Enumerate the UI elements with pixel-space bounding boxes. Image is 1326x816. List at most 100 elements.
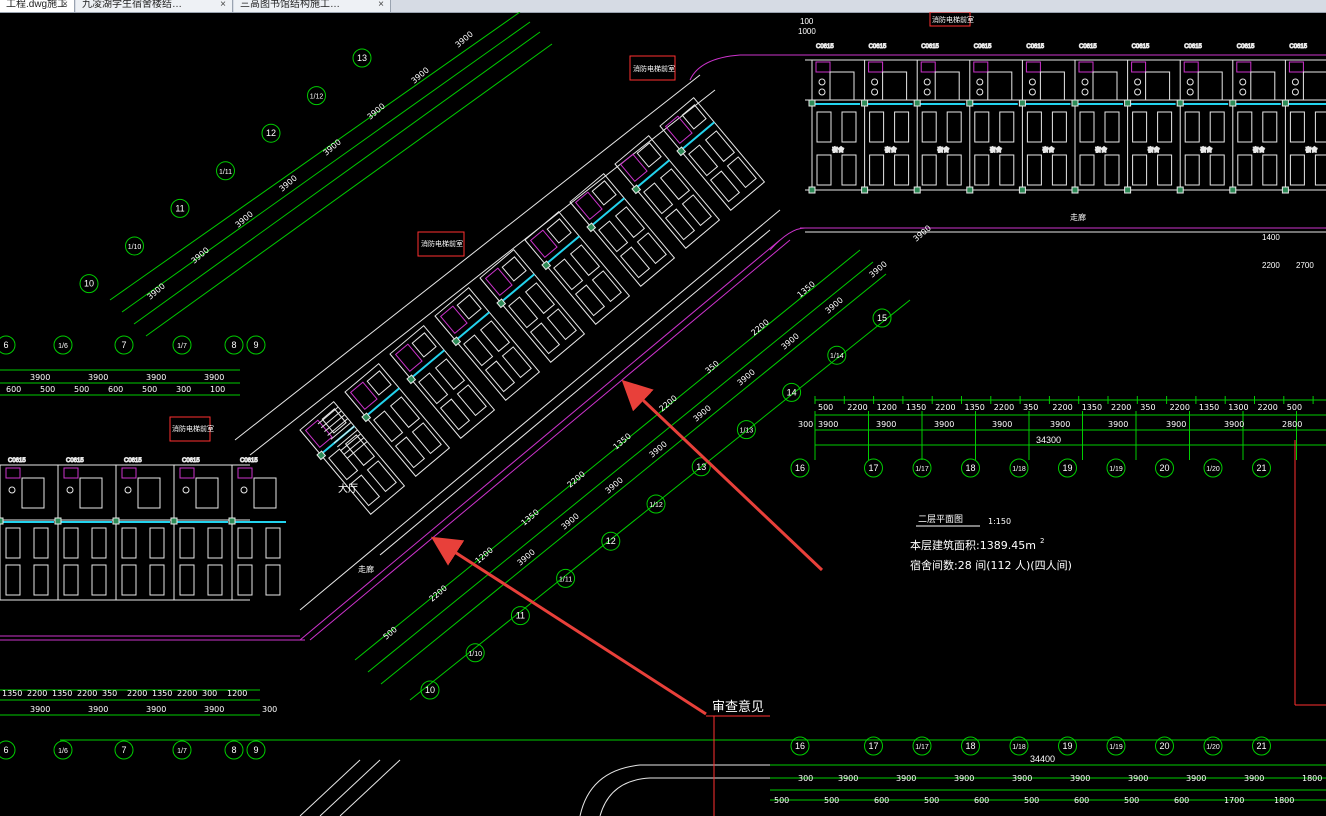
grid-bubble-circle (53, 740, 73, 760)
stair-step (333, 426, 355, 444)
bathroom (1092, 71, 1118, 101)
grid-bubble-circle (1106, 736, 1126, 756)
dimension-value: 1350 (906, 403, 926, 412)
fixture-icon (240, 486, 248, 494)
bed-icon (841, 111, 857, 143)
bed-icon (411, 422, 442, 455)
dimension-value: 3900 (30, 705, 50, 714)
diag-room (344, 363, 451, 477)
grid-bubble-circle (912, 736, 932, 756)
review-comment-label: 审查意见 (712, 699, 764, 714)
bed-icon (1237, 154, 1253, 186)
bed-icon (1051, 111, 1067, 143)
grid-bubble-label: 1/10 (128, 244, 142, 251)
column (676, 146, 687, 157)
bed-icon (1157, 154, 1173, 186)
grid-bubble: 1/19 (1106, 736, 1126, 756)
grid-bubble-label: 7 (121, 745, 126, 755)
grid-bubble: 8 (224, 335, 244, 355)
dimension-value: 3900 (1186, 774, 1206, 783)
dimension-value: 1350 (1199, 403, 1219, 412)
grid-bubble-label: 18 (965, 463, 975, 473)
bed-icon (1079, 111, 1095, 143)
document-tab-bar: 工程.dwg施工 × 九凌湖学生宿舍楼结… × 三高图书馆结构施工… × (0, 0, 1326, 13)
bed-icon (659, 168, 691, 201)
document-tab-3[interactable]: 三高图书馆结构施工… × (234, 0, 391, 12)
red-tag-text: 消防电梯前室 (633, 64, 675, 73)
bed-icon (237, 564, 253, 596)
grid-bubble: 1/18 (1009, 736, 1029, 756)
grid-bubble: 17 (864, 458, 883, 478)
grid-bubble-label: 13 (696, 462, 706, 472)
fixture-icon (1134, 78, 1142, 86)
diag-room (479, 249, 586, 363)
bed-icon (974, 111, 990, 143)
column (361, 412, 372, 423)
bed-icon (1157, 111, 1173, 143)
grid-bubble: 1/20 (1203, 458, 1223, 478)
grid-bubble-label: 1/12 (310, 94, 324, 101)
dimension-value: 3900 (912, 224, 933, 244)
close-icon[interactable]: × (378, 0, 384, 10)
floor-area-text: 本层建筑面积:1389.45m (910, 538, 1036, 552)
fixture-icon (66, 486, 74, 494)
column (808, 186, 816, 194)
column (1124, 186, 1132, 194)
room-outline (389, 325, 496, 439)
close-icon[interactable]: × (220, 0, 226, 10)
dimension-value: 1300 (1228, 403, 1248, 412)
fixture-icon (1134, 88, 1142, 96)
diag-room (614, 135, 721, 249)
dimension-value: 1350 (1082, 403, 1102, 412)
dimension-value: 600 (1074, 796, 1089, 805)
room-outline (344, 363, 451, 477)
document-tab-2[interactable]: 九凌湖学生宿舍楼结… × (76, 0, 233, 12)
bathroom (1145, 71, 1171, 101)
bed-icon (1237, 111, 1253, 143)
dimension-value: 3900 (516, 548, 537, 568)
dimension-value: 3900 (1128, 774, 1148, 783)
grid-bubble: 1/7 (172, 335, 192, 355)
bathroom (882, 71, 908, 101)
corridor-label: 走廊 (1070, 212, 1086, 222)
grid-bubble: 1/11 (216, 161, 235, 181)
fixture-icon (124, 486, 132, 494)
fixture-icon (976, 88, 984, 96)
grid-bubble: 15 (872, 308, 892, 328)
dimension-value: 3900 (1108, 420, 1128, 429)
grid-bubble-label: 8 (231, 745, 236, 755)
bed-icon (816, 154, 832, 186)
stair-step (340, 433, 361, 452)
dimension-value: 3900 (88, 373, 108, 382)
window-frame (179, 467, 195, 479)
bathroom (934, 71, 960, 101)
bathroom (619, 153, 648, 183)
grid-bubble: 21 (1252, 736, 1271, 756)
diag-room (659, 97, 766, 211)
window-frame (1078, 61, 1094, 73)
close-icon[interactable]: × (62, 0, 68, 10)
window-tag: C0615 (921, 44, 939, 50)
dimension-value: 2200 (566, 470, 587, 490)
document-tab-1[interactable]: 工程.dwg施工 × (0, 0, 75, 12)
grid-bubble-label: 1/11 (559, 576, 572, 583)
cad-drawing-canvas[interactable]: C0615宿舍C0615宿舍C0615宿舍C0615宿舍C0615宿舍C0615… (0, 12, 1326, 816)
bed-icon (921, 154, 937, 186)
bed-icon (91, 527, 107, 559)
dimension-value: 2800 (1282, 420, 1302, 429)
dimension-value: 500 (382, 625, 399, 642)
dimension-value: 3900 (780, 332, 801, 352)
dimension-value: 2200 (127, 689, 147, 698)
dimension-value: 3900 (1070, 774, 1090, 783)
grid-bubble: 1/18 (1009, 458, 1029, 478)
dimension-value: 3900 (1224, 420, 1244, 429)
grid-bubble: 1/11 (556, 568, 576, 588)
fixture (591, 180, 617, 206)
dimension-value: 3900 (838, 774, 858, 783)
column (1229, 186, 1237, 194)
dimension-value: 3900 (278, 174, 299, 194)
grid-bubble-label: 1/18 (1012, 466, 1026, 473)
bed-icon (999, 154, 1015, 186)
dimension-value: 500 (824, 796, 839, 805)
